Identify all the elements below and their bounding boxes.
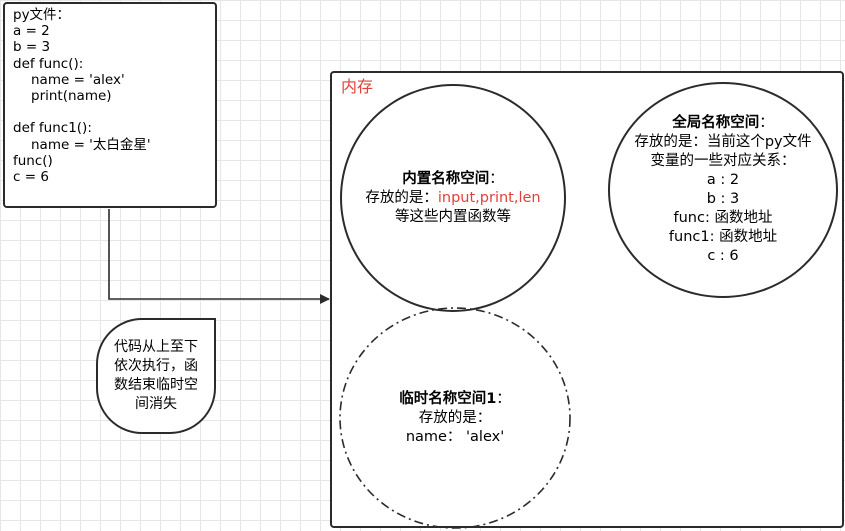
code-line: a = 2 (13, 23, 50, 40)
builtin-namespace-heading: 内置名称空间： (402, 170, 504, 189)
global-namespace-line: func1: 函数地址 (668, 229, 778, 245)
global-namespace-heading: 全局名称空间： (672, 114, 774, 133)
temp-namespace-line: name： 'alex' (405, 428, 505, 445)
title-colon: ： (489, 170, 504, 187)
memory-label: 内存 (341, 77, 374, 96)
execution-note-text: 代码从上至下依次执行，函数结束临时空间消失 (114, 339, 198, 412)
builtin-desc-suffix: 等这些内置函数等 (395, 208, 511, 225)
title-colon: ： (496, 390, 511, 407)
temp-namespace-heading: 临时名称空间1： (399, 390, 511, 409)
code-line: name = '太白金星' (31, 136, 151, 153)
execution-note: 代码从上至下依次执行，函数结束临时空间消失 (96, 318, 216, 434)
temp-namespace-title: 临时名称空间1 (399, 390, 497, 407)
global-namespace-line: b : 3 (706, 191, 740, 207)
global-namespace-line: c : 6 (707, 248, 739, 264)
title-colon: ： (759, 115, 774, 131)
code-line: func() (13, 152, 53, 169)
code-box: py文件： a = 2 b = 3 def func(): name = 'al… (3, 2, 217, 208)
temp-namespace-dashed-ring (339, 307, 571, 529)
code-line: def func1(): (13, 120, 92, 137)
code-line: print(name) (31, 88, 112, 105)
global-namespace: 全局名称空间： 存放的是：当前这个py文件 变量的一些对应关系： a : 2 b… (608, 82, 838, 298)
flow-arrow-line (108, 209, 330, 304)
global-namespace-title: 全局名称空间 (672, 115, 760, 131)
builtin-functions-highlight: input,print,len (437, 189, 541, 206)
global-namespace-line: 变量的一些对应关系： (650, 153, 796, 169)
global-namespace-line: func: 函数地址 (673, 210, 773, 226)
code-line: py文件： (13, 7, 71, 23)
code-line: def func(): (13, 55, 84, 72)
code-line: b = 3 (13, 39, 51, 56)
temp-namespace: 临时名称空间1： 存放的是： name： 'alex' (338, 306, 572, 530)
builtin-namespace-desc: 存放的是：input,print,len (365, 189, 540, 208)
global-namespace-line: 存放的是：当前这个py文件 (634, 134, 812, 150)
code-blank-line (13, 104, 207, 120)
temp-namespace-line: 存放的是： (418, 409, 492, 426)
builtin-desc-prefix: 存放的是： (365, 189, 438, 206)
builtin-namespace-title: 内置名称空间 (402, 170, 490, 187)
global-namespace-line: a : 2 (706, 172, 740, 188)
code-line: name = 'alex' (31, 71, 125, 88)
builtin-namespace: 内置名称空间： 存放的是：input,print,len 等这些内置函数等 (340, 84, 566, 312)
code-line: c = 6 (13, 169, 49, 186)
